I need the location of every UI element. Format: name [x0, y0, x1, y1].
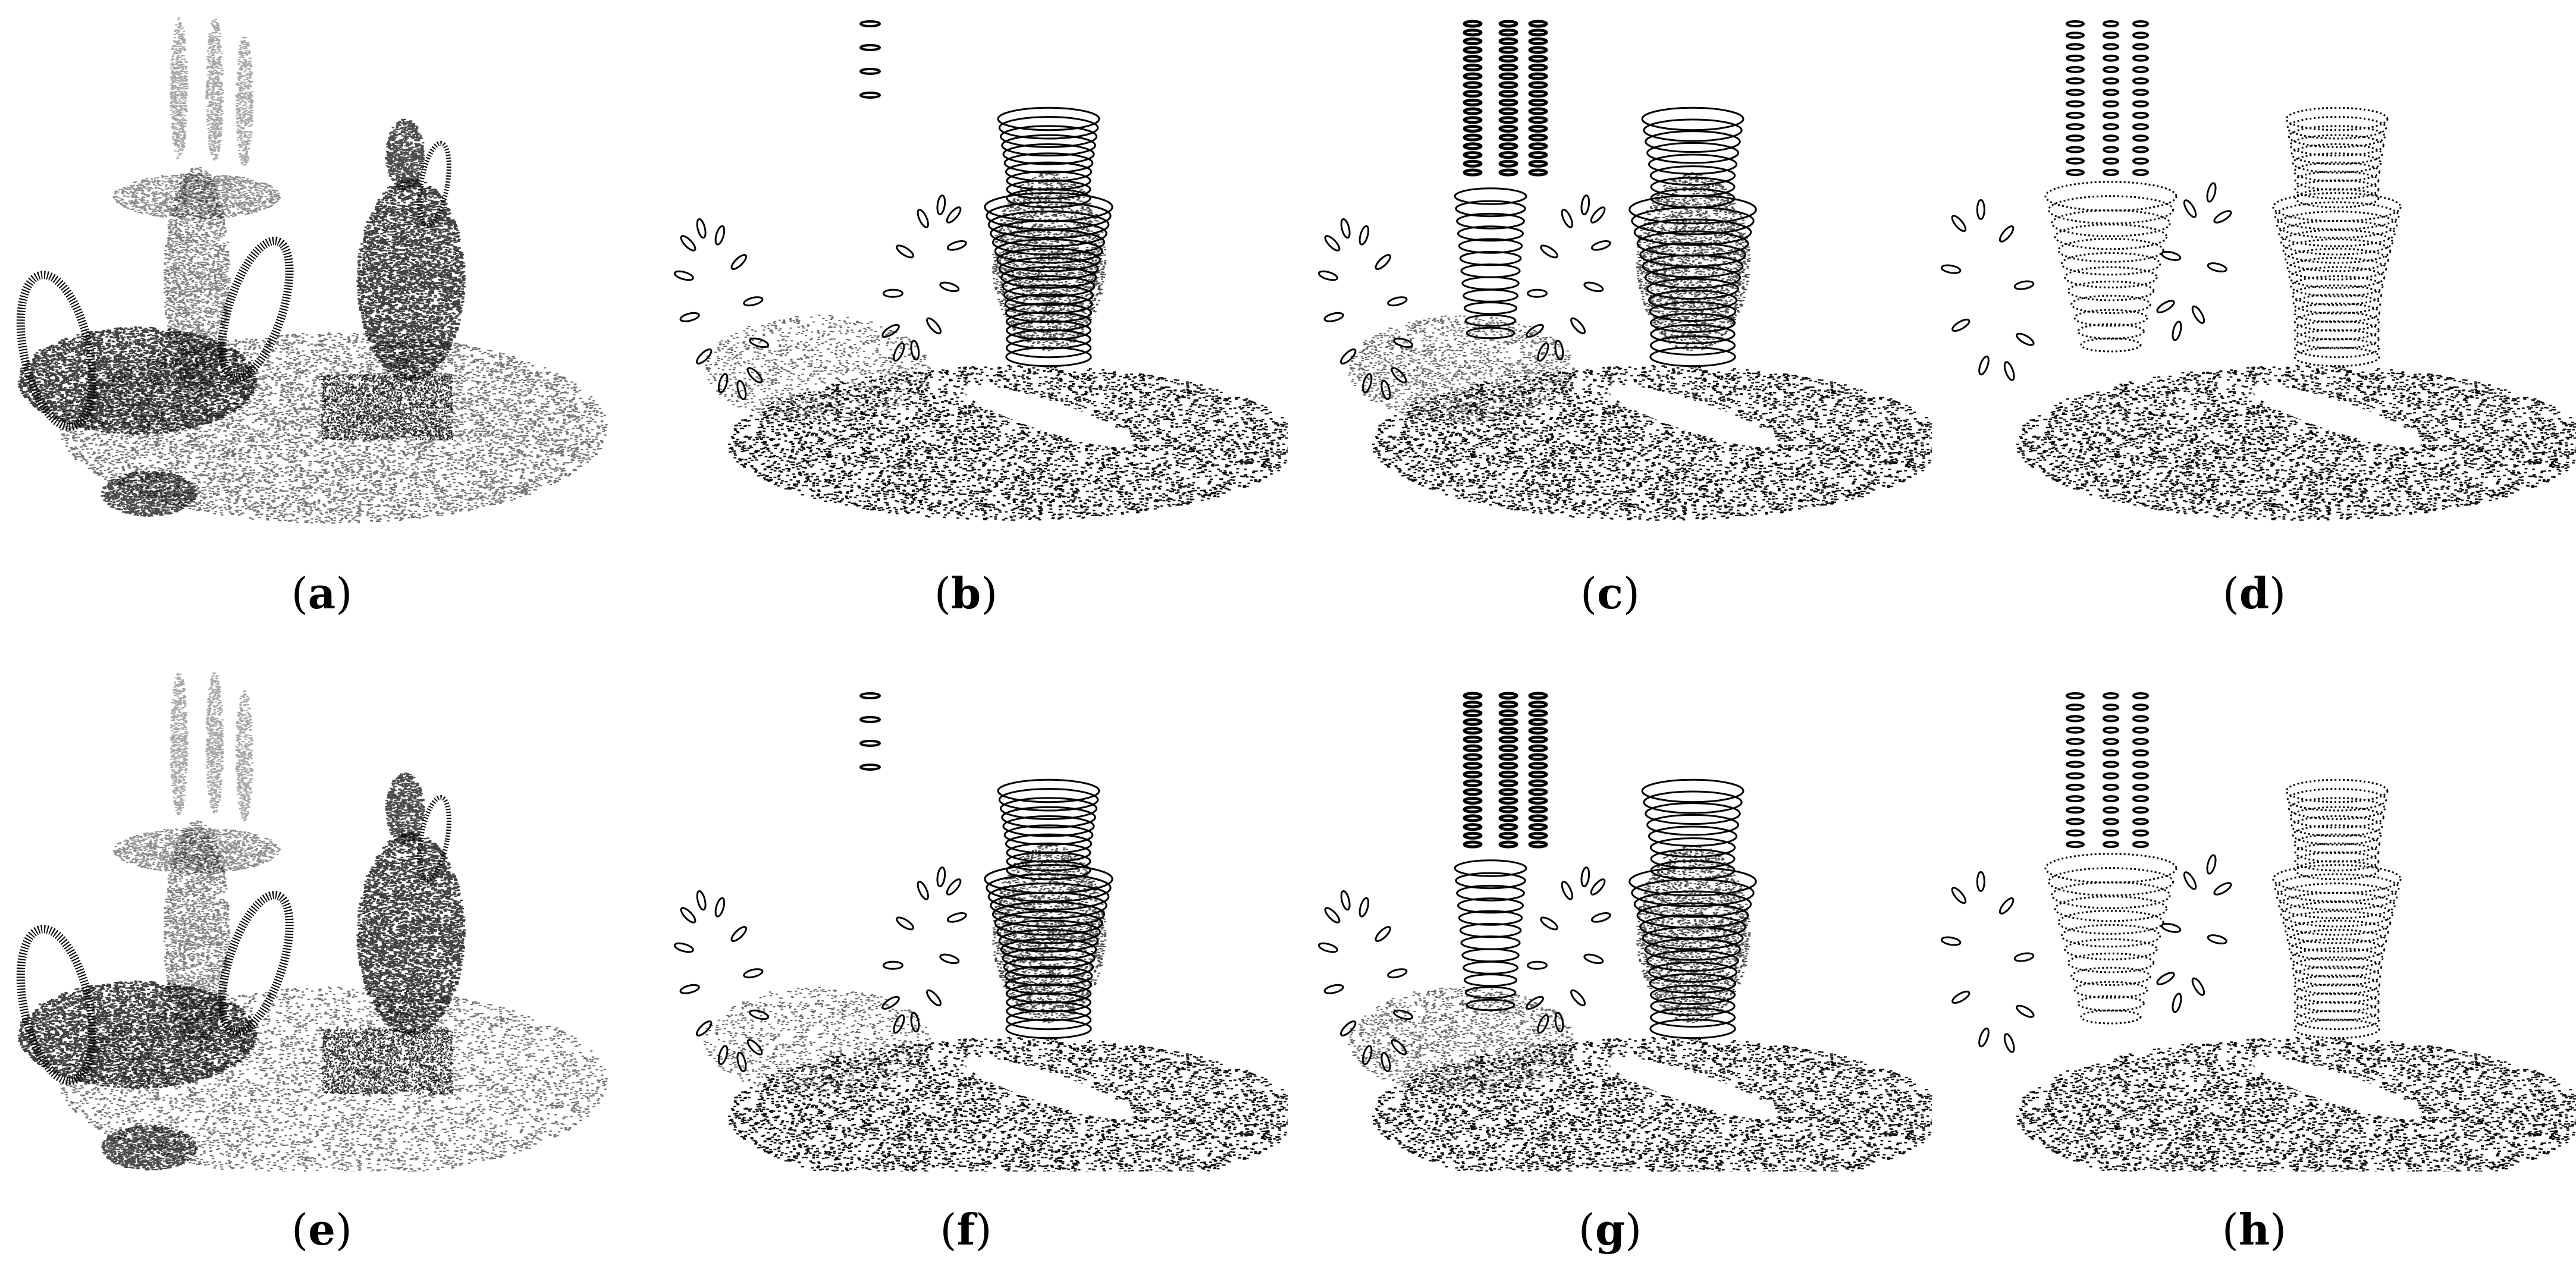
point-cloud-render [644, 636, 1288, 1172]
point-cloud-render [1288, 636, 1932, 1172]
panel-b: (b) [644, 0, 1288, 636]
caption-g: (g) [1288, 1204, 1932, 1255]
panel-g: (g) [1288, 636, 1932, 1272]
caption-letter: g [1595, 1204, 1625, 1255]
panel-e: (e) [0, 636, 644, 1272]
point-cloud-render [1932, 0, 2576, 535]
caption-d: (d) [1932, 568, 2576, 618]
caption-a: (a) [0, 568, 644, 618]
caption-letter: d [2239, 568, 2269, 618]
caption-letter: c [1597, 568, 1623, 618]
panel-h: (h) [1932, 636, 2576, 1272]
caption-letter: e [308, 1204, 335, 1255]
panel-c: (c) [1288, 0, 1932, 636]
point-cloud-render [1932, 636, 2576, 1172]
point-cloud-render [644, 0, 1288, 535]
caption-letter: b [951, 568, 981, 618]
panel-d: (d) [1932, 0, 2576, 636]
point-cloud-render [0, 636, 644, 1172]
caption-e: (e) [0, 1204, 644, 1255]
caption-h: (h) [1932, 1204, 2576, 1255]
caption-c: (c) [1288, 568, 1932, 618]
caption-letter: f [957, 1204, 975, 1255]
panel-f: (f) [644, 636, 1288, 1272]
point-cloud-render [0, 0, 644, 535]
caption-letter: h [2239, 1204, 2270, 1255]
panel-a: (a) [0, 0, 644, 636]
point-cloud-render [1288, 0, 1932, 535]
caption-b: (b) [644, 568, 1288, 618]
caption-letter: a [308, 568, 336, 618]
caption-f: (f) [644, 1204, 1288, 1255]
